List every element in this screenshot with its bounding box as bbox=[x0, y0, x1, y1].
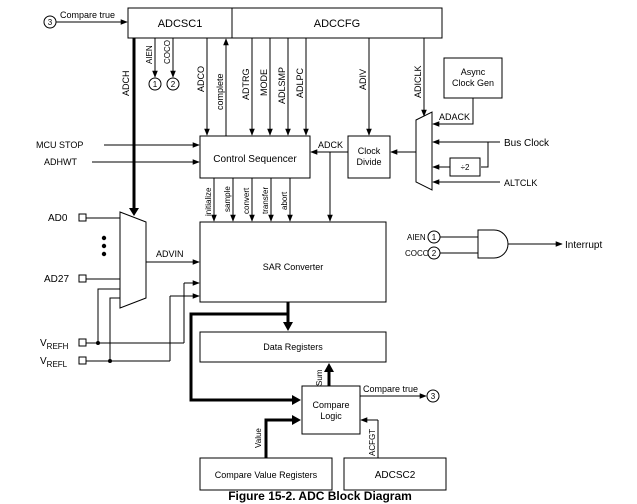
sar-to-data-arrow bbox=[283, 322, 293, 331]
transfer-label: transfer bbox=[261, 187, 270, 214]
mcu-stop-label: MCU STOP bbox=[36, 140, 83, 150]
vrefl-label: VREFL bbox=[40, 356, 68, 369]
compare-logic-block bbox=[301, 385, 361, 435]
coco-gate-label: COCO bbox=[405, 249, 429, 258]
control-sequencer-label: Control Sequencer bbox=[213, 154, 297, 165]
compare-value-registers-label: Compare Value Registers bbox=[215, 470, 318, 480]
sum-label: Sum bbox=[315, 369, 324, 386]
async-clock-gen-block bbox=[443, 57, 503, 99]
result-to-compare-bus bbox=[189, 312, 292, 402]
aien-gate-label: AIEN bbox=[407, 233, 426, 242]
coco-label: COCO bbox=[163, 40, 172, 64]
adiclk-label: ADICLK bbox=[413, 65, 423, 98]
initialize-label: initialize bbox=[204, 187, 213, 216]
marker-1-right-label: 1 bbox=[432, 233, 437, 242]
sum-arrow bbox=[324, 363, 334, 372]
marker-2-right-label: 2 bbox=[432, 249, 437, 258]
clock-divide-label-2: Divide bbox=[356, 157, 381, 167]
data-registers-block bbox=[199, 331, 387, 363]
vrefl-pin bbox=[78, 356, 87, 365]
divide-by-2-label: ÷2 bbox=[461, 163, 470, 172]
adlsmp-label: ADLSMP bbox=[277, 67, 287, 104]
control-sequencer-block bbox=[199, 135, 311, 179]
adiv-label: ADIV bbox=[358, 69, 368, 90]
adcsc2-label: ADCSC2 bbox=[375, 470, 416, 481]
data-registers-label: Data Registers bbox=[263, 342, 323, 352]
adlpc-label: ADLPC bbox=[295, 67, 305, 98]
convert-label: convert bbox=[242, 187, 251, 214]
adccfg-register bbox=[231, 7, 443, 39]
vrefh-label: VREFH bbox=[40, 338, 69, 351]
mode-label: MODE bbox=[259, 69, 269, 96]
adch-arrow bbox=[129, 208, 139, 216]
marker-1-top-label: 1 bbox=[153, 80, 158, 89]
ellipsis-dot-3 bbox=[101, 251, 107, 257]
sar-converter-block bbox=[199, 221, 387, 303]
and-gate bbox=[477, 229, 509, 259]
ellipsis-dot-2 bbox=[101, 243, 107, 249]
vrefh-to-mux bbox=[97, 288, 120, 343]
adtrg-label: ADTRG bbox=[241, 69, 251, 101]
value-label: Value bbox=[254, 428, 263, 448]
figure-caption: Figure 15-2. ADC Block Diagram bbox=[228, 489, 412, 503]
compare-logic-label-2: Logic bbox=[320, 411, 342, 421]
adack-label: ADACK bbox=[439, 112, 470, 122]
ellipsis-dot-1 bbox=[101, 235, 107, 241]
result-to-compare-arrow bbox=[292, 395, 301, 405]
compare-logic-label-1: Compare bbox=[312, 400, 349, 410]
clock-divide-label-1: Clock bbox=[358, 146, 381, 156]
adck-label: ADCK bbox=[318, 140, 343, 150]
adcsc2-register bbox=[343, 457, 447, 491]
bus-clock-label: Bus Clock bbox=[504, 138, 550, 149]
vrefl-node bbox=[108, 359, 112, 363]
ad0-label: AD0 bbox=[48, 213, 68, 224]
altclk-label: ALTCLK bbox=[504, 178, 537, 188]
value-bus bbox=[264, 418, 292, 458]
advin-label: ADVIN bbox=[156, 249, 184, 259]
adch-label: ADCH bbox=[121, 70, 131, 96]
ad27-label: AD27 bbox=[44, 274, 69, 285]
ad27-pin bbox=[78, 274, 87, 283]
adccfg-label: ADCCFG bbox=[314, 18, 360, 30]
adhwt-label: ADHWT bbox=[44, 157, 77, 167]
sar-converter-label: SAR Converter bbox=[263, 262, 324, 272]
async-clock-gen-label-2: Clock Gen bbox=[452, 78, 494, 88]
compare-true-label-right: Compare true bbox=[363, 384, 418, 394]
vrefh-pin bbox=[78, 338, 87, 347]
input-mux bbox=[119, 211, 147, 309]
adcsc1-label: ADCSC1 bbox=[158, 18, 203, 30]
aien-label: AIEN bbox=[145, 45, 154, 64]
marker-2-top bbox=[166, 77, 180, 91]
bus-clock-div2-branch bbox=[481, 142, 489, 168]
async-clock-gen-label-1: Async bbox=[461, 67, 486, 77]
marker-3-right bbox=[426, 389, 440, 403]
clock-mux bbox=[415, 111, 433, 191]
compare-true-label-top: Compare true bbox=[60, 10, 115, 20]
complete-label: complete bbox=[215, 73, 225, 110]
marker-3-right-label: 3 bbox=[431, 392, 436, 401]
ad0-pin bbox=[78, 213, 87, 222]
vrefl-to-mux bbox=[109, 297, 120, 361]
adack-line bbox=[432, 98, 474, 127]
marker-2-top-label: 2 bbox=[171, 80, 176, 89]
marker-3-top-label: 3 bbox=[48, 18, 53, 27]
sample-label: sample bbox=[223, 186, 232, 212]
abort-label: abort bbox=[280, 191, 289, 210]
marker-1-top bbox=[148, 77, 162, 91]
interrupt-label: Interrupt bbox=[565, 240, 602, 251]
adcsc1-register bbox=[127, 7, 233, 39]
acfgt-label: ACFGT bbox=[368, 429, 377, 456]
compare-value-registers-block bbox=[199, 457, 333, 491]
value-arrow bbox=[292, 415, 301, 425]
clock-divide-block bbox=[347, 135, 391, 179]
vrefh-node bbox=[96, 341, 100, 345]
adco-label: ADCO bbox=[196, 66, 206, 92]
